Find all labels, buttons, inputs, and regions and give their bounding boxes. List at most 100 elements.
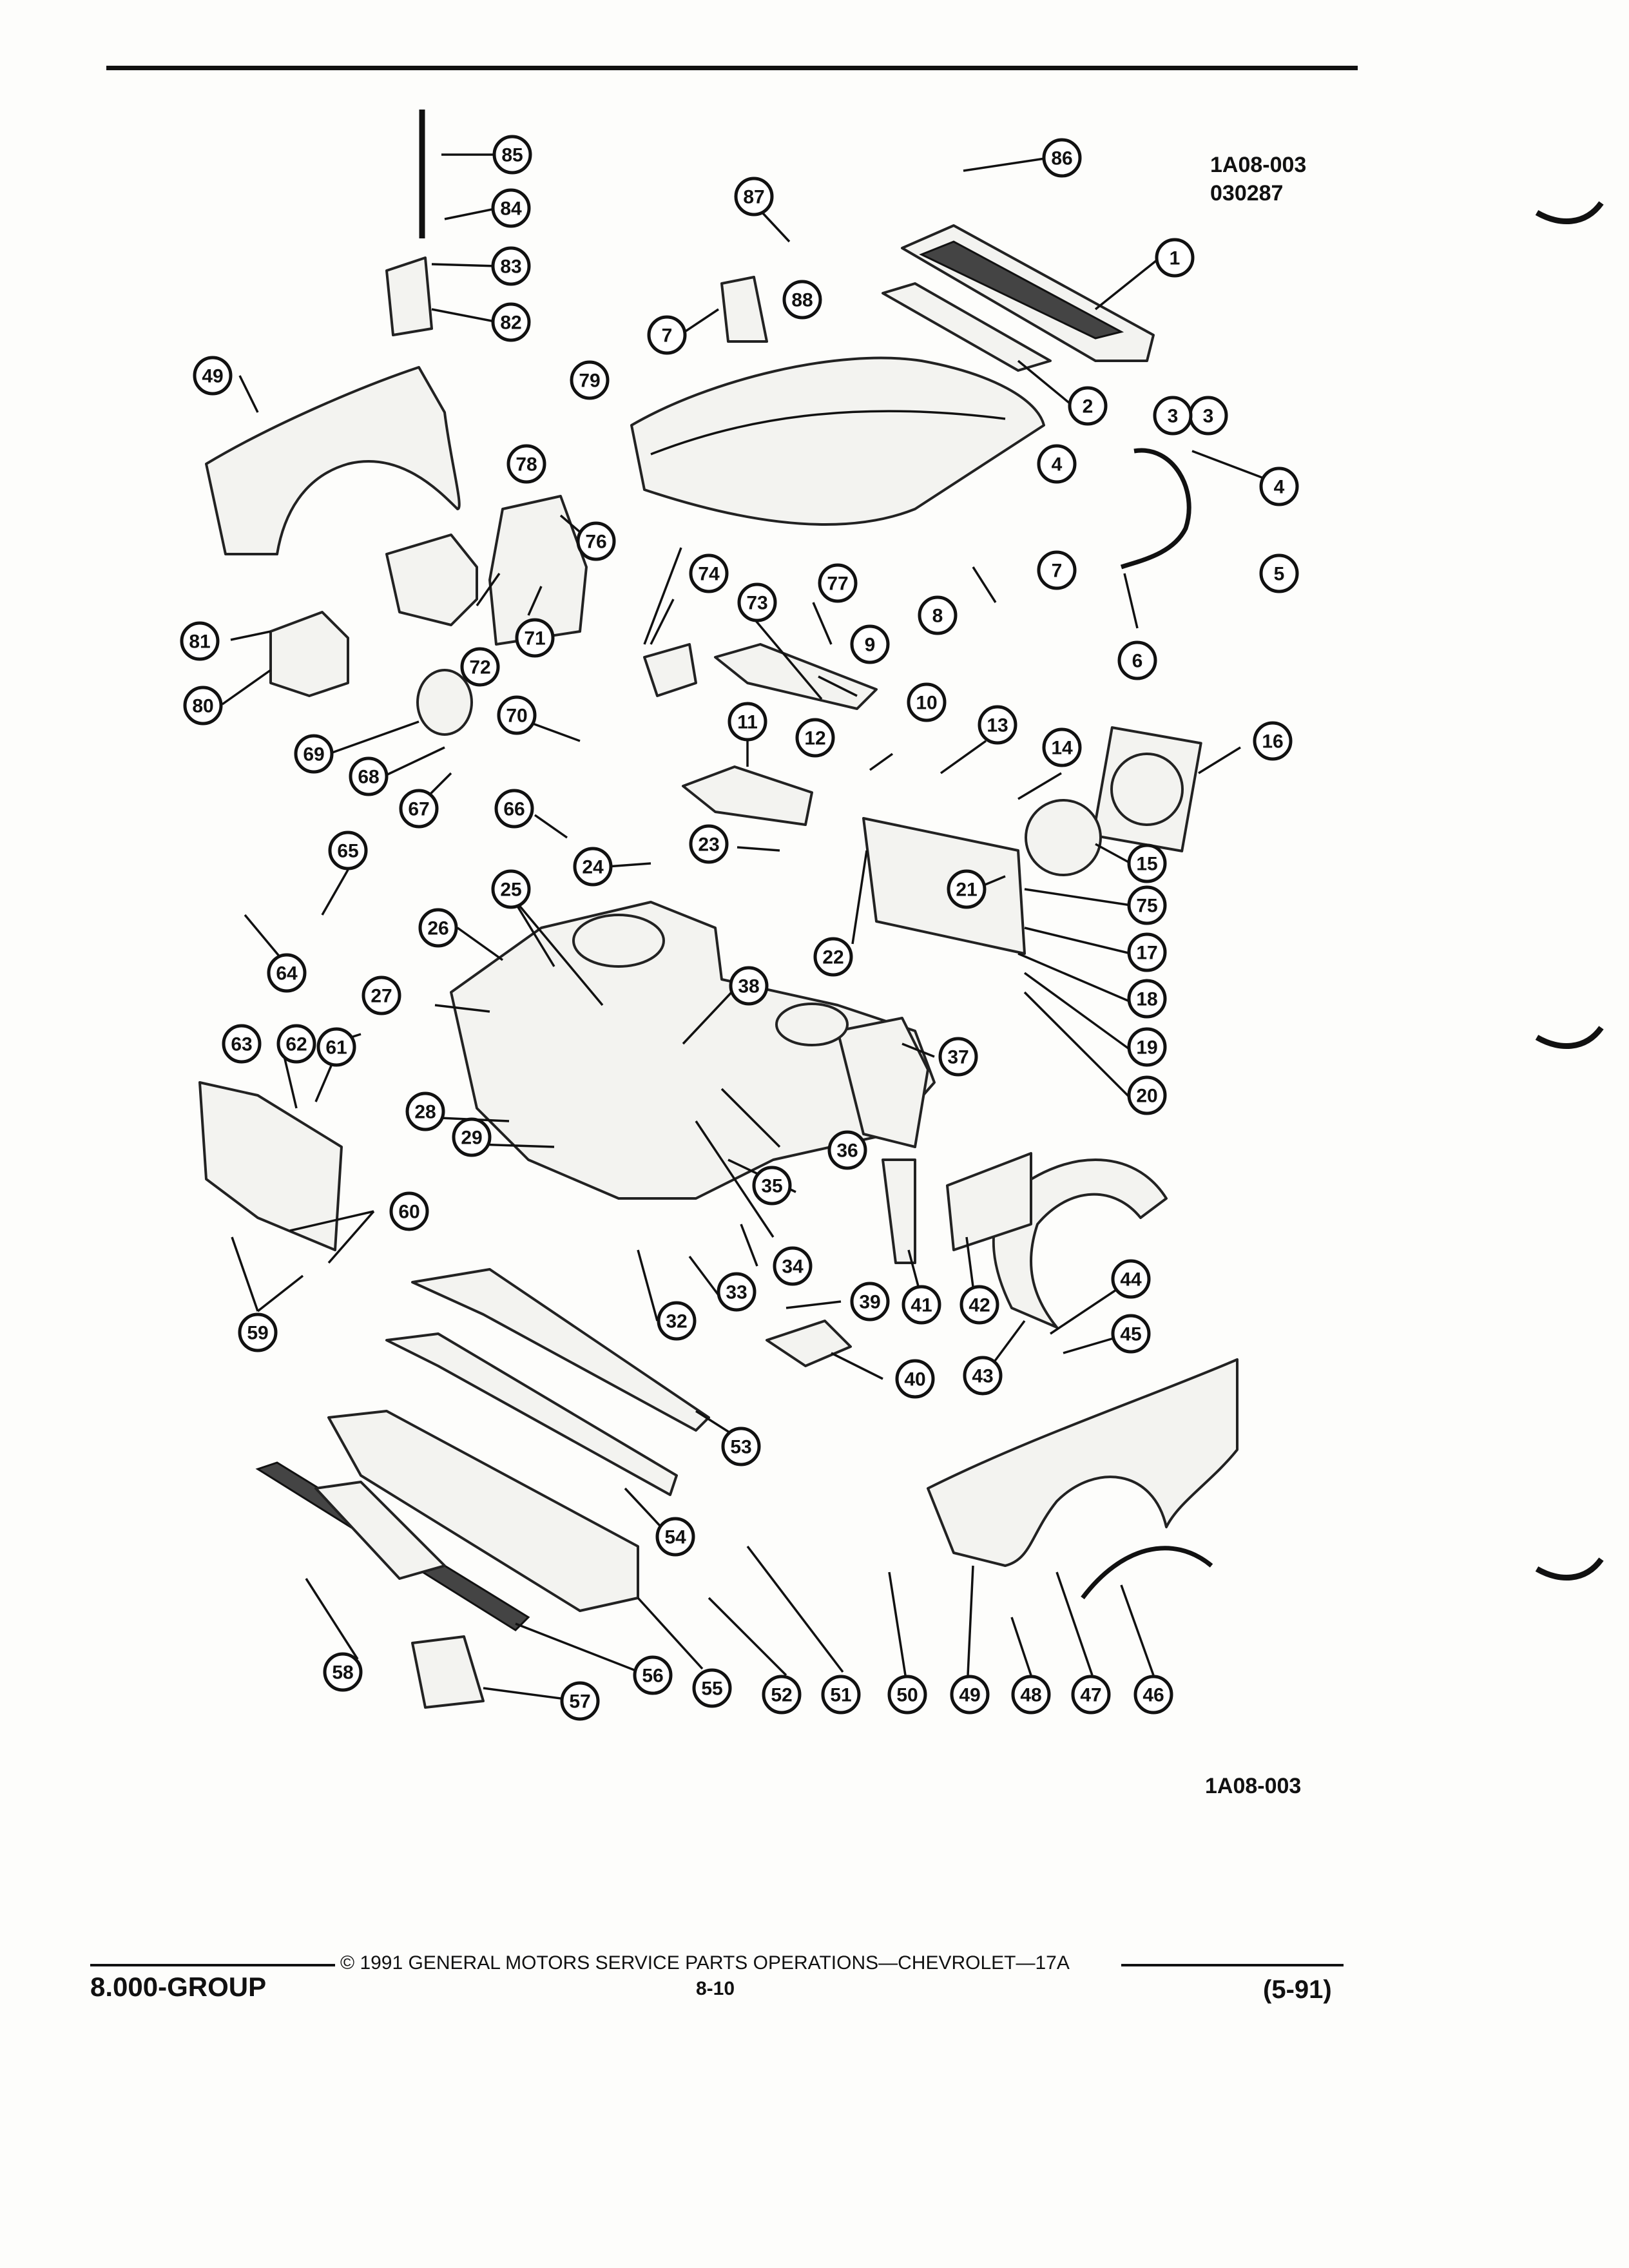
- footer-page-number: 8-10: [696, 1978, 735, 1999]
- figure-date-code: 030287: [1210, 181, 1284, 206]
- callout-3b: 3: [1153, 396, 1193, 436]
- callout-circle: [821, 1675, 861, 1715]
- callout-circle: [573, 847, 613, 887]
- callout-number: 38: [738, 976, 759, 997]
- callout-63: 63: [222, 1024, 262, 1064]
- callout-number: 45: [1120, 1324, 1141, 1345]
- callout-number: 62: [285, 1034, 307, 1055]
- callout-circle: [460, 647, 500, 687]
- callout-number: 83: [500, 256, 521, 278]
- callout-79: 79: [570, 360, 610, 400]
- callout-52: 52: [762, 1675, 802, 1715]
- callout-circle: [762, 1675, 802, 1715]
- front-end-frame-shape: [450, 901, 936, 1200]
- callout-number: 48: [1020, 1685, 1041, 1706]
- callout-circle: [1117, 640, 1157, 680]
- callout-number: 35: [761, 1176, 782, 1197]
- callout-number: 82: [500, 312, 521, 334]
- callout-circle: [494, 789, 534, 829]
- callout-circle: [1068, 386, 1108, 426]
- callout-number: 7: [662, 325, 673, 347]
- callout-74: 74: [689, 553, 729, 593]
- callout-number: 2: [1083, 396, 1094, 418]
- callout-circle: [1127, 1027, 1167, 1067]
- callout-circle: [728, 702, 767, 742]
- callout-87: 87: [734, 177, 774, 216]
- callout-number: 10: [916, 693, 937, 714]
- callout-8: 8: [918, 595, 958, 635]
- callout-circle: [938, 1037, 978, 1077]
- callout-circle: [570, 360, 610, 400]
- callout-number: 53: [730, 1437, 751, 1458]
- callout-circle: [222, 1024, 262, 1064]
- callout-circle: [887, 1675, 927, 1715]
- callout-number: 9: [865, 635, 876, 656]
- callout-circle: [963, 1356, 1003, 1396]
- callout-34: 34: [773, 1246, 813, 1286]
- callout-number: 42: [969, 1295, 990, 1316]
- reservoir-shape: [269, 611, 349, 697]
- callout-number: 23: [698, 834, 719, 856]
- callout-number: 3: [1203, 406, 1214, 427]
- callout-circle: [1037, 550, 1077, 590]
- callout-circle: [795, 718, 835, 758]
- callout-23: 23: [689, 824, 729, 864]
- callout-84: 84: [491, 188, 531, 228]
- hood-crease: [650, 410, 1006, 456]
- callout-number: 19: [1136, 1037, 1157, 1059]
- callout-circle: [782, 280, 822, 320]
- callout-number: 36: [836, 1140, 858, 1162]
- callout-15: 15: [1127, 843, 1167, 883]
- footer-rule-left: [90, 1964, 335, 1966]
- footer-copyright: © 1991 GENERAL MOTORS SERVICE PARTS OPER…: [340, 1952, 1070, 1974]
- strut-tower-right-shape: [775, 1003, 849, 1046]
- callout-44: 44: [1111, 1259, 1151, 1299]
- callout-11: 11: [728, 702, 767, 742]
- callout-number: 49: [202, 366, 223, 387]
- callout-41: 41: [901, 1285, 941, 1325]
- callout-77: 77: [818, 563, 858, 603]
- callout-circle: [328, 831, 368, 870]
- callout-number: 59: [247, 1323, 268, 1344]
- callout-circle: [692, 1668, 732, 1708]
- callout-circle: [323, 1652, 363, 1692]
- bracket-73-shape: [643, 643, 697, 697]
- callout-number: 43: [972, 1366, 993, 1387]
- hinge-shape: [385, 256, 433, 336]
- shroud-fan-circle: [1110, 753, 1184, 826]
- callout-number: 32: [666, 1311, 687, 1332]
- callout-circle: [978, 705, 1017, 745]
- callout-number: 64: [276, 963, 298, 985]
- callout-number: 72: [469, 657, 490, 678]
- callout-86: 86: [1042, 138, 1082, 178]
- callout-number: 76: [585, 532, 606, 553]
- callout-47: 47: [1071, 1675, 1111, 1715]
- callout-circle: [491, 188, 531, 228]
- callout-number: 78: [516, 454, 537, 476]
- part-drawings: [198, 110, 1239, 1709]
- callout-60: 60: [389, 1191, 429, 1231]
- callout-57: 57: [560, 1681, 600, 1721]
- wheel-molding-shape: [1081, 1546, 1213, 1600]
- callout-number: 25: [500, 879, 521, 901]
- callout-number: 79: [579, 370, 600, 392]
- callout-7b: 7: [1037, 550, 1077, 590]
- callout-circle: [1127, 885, 1167, 925]
- callout-circle: [1153, 396, 1193, 436]
- callout-circle: [1127, 843, 1167, 883]
- callout-circle: [813, 937, 853, 977]
- callout-number: 39: [859, 1292, 880, 1313]
- callout-number: 34: [782, 1256, 804, 1278]
- callout-circle: [389, 1191, 429, 1231]
- callout-circle: [405, 1091, 445, 1131]
- crossmember-shape: [714, 643, 878, 710]
- callout-circle: [850, 1282, 890, 1321]
- callout-70: 70: [497, 695, 537, 735]
- callout-76: 76: [576, 521, 616, 561]
- callout-number: 77: [827, 573, 848, 595]
- callout-circle: [506, 444, 546, 484]
- callout-circle: [657, 1301, 697, 1341]
- callout-14: 14: [1042, 727, 1082, 767]
